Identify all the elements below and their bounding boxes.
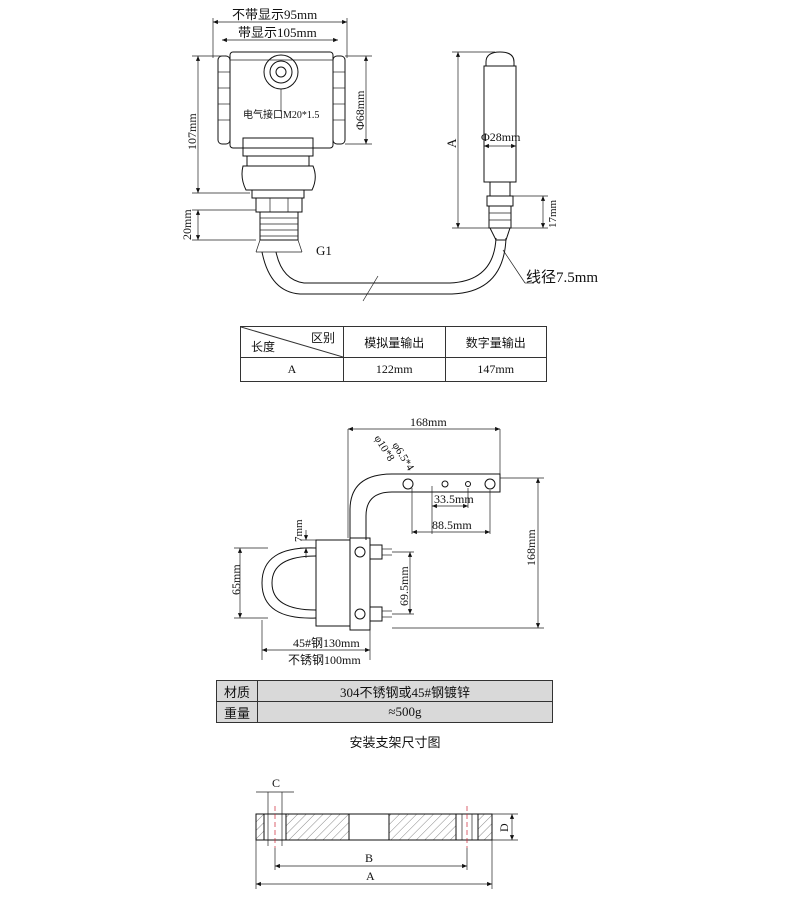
table-corner-cell: 区别 长度 (240, 326, 344, 358)
dim-bracket-height: 168mm (524, 529, 538, 566)
length-table: 区别 长度 模拟量输出 数字量输出 A 122mm 147mm (240, 326, 547, 382)
bracket-caption: 安装支架尺寸图 (349, 735, 441, 750)
dim-clamp-height: 65mm (229, 564, 243, 595)
cell-analog-a: 122mm (343, 357, 446, 382)
dim-thread-length: 20mm (180, 209, 194, 240)
dim-probe-diameter: Φ28mm (481, 130, 521, 144)
dim-housing-diameter: Φ68mm (353, 90, 367, 130)
dim-probe-length: A (444, 138, 459, 148)
dim-hole-spacing-1: 33.5mm (434, 492, 474, 506)
dim-hole-spacing-2: 88.5mm (432, 518, 472, 532)
row-label-a: A (240, 357, 344, 382)
dim-clamp-gap: 7mm (293, 519, 305, 542)
label-electrical-port: 电气接口M20*1.5 (243, 108, 319, 121)
dim-width-steel: 45#钢130mm (293, 636, 360, 650)
corner-diagonal (241, 327, 343, 357)
col-header-digital: 数字量输出 (444, 326, 547, 358)
dim-b: B (365, 851, 373, 865)
material-table: 材质 304不锈钢或45#钢镀锌 重量 ≈500g (216, 680, 553, 723)
cell-digital-a: 147mm (444, 357, 547, 382)
corner-top-label: 区别 (310, 331, 335, 345)
flange-drawing: C D B A (255, 776, 518, 889)
dim-width-stainless: 不锈钢100mm (288, 653, 361, 667)
weight-value: ≈500g (257, 701, 553, 723)
col-header-analog: 模拟量输出 (343, 326, 446, 358)
dim-bracket-width: 168mm (410, 415, 447, 429)
bracket-drawing: 168mm φ6.5*4 φ10*8 33.5mm 88.5mm (229, 415, 544, 667)
label-cable-diameter: 线径7.5mm (526, 269, 598, 286)
dim-a: A (366, 869, 375, 883)
transmitter-drawing: 不带显示95mm 带显示105mm 电气接口M20*1.5 (180, 7, 598, 302)
weight-label: 重量 (216, 701, 258, 723)
dim-bolt-spacing: 69.5mm (397, 566, 411, 606)
material-label: 材质 (216, 680, 258, 702)
dim-gland-length: 17mm (547, 199, 559, 228)
dim-width-display: 带显示105mm (238, 25, 317, 40)
corner-bottom-label: 长度 (251, 340, 276, 354)
dim-d: D (497, 823, 511, 832)
dim-width-no-display: 不带显示95mm (232, 7, 317, 22)
material-value: 304不锈钢或45#钢镀锌 (257, 680, 553, 702)
dim-height: 107mm (185, 113, 199, 150)
dim-c: C (272, 776, 280, 790)
label-thread: G1 (316, 243, 332, 258)
